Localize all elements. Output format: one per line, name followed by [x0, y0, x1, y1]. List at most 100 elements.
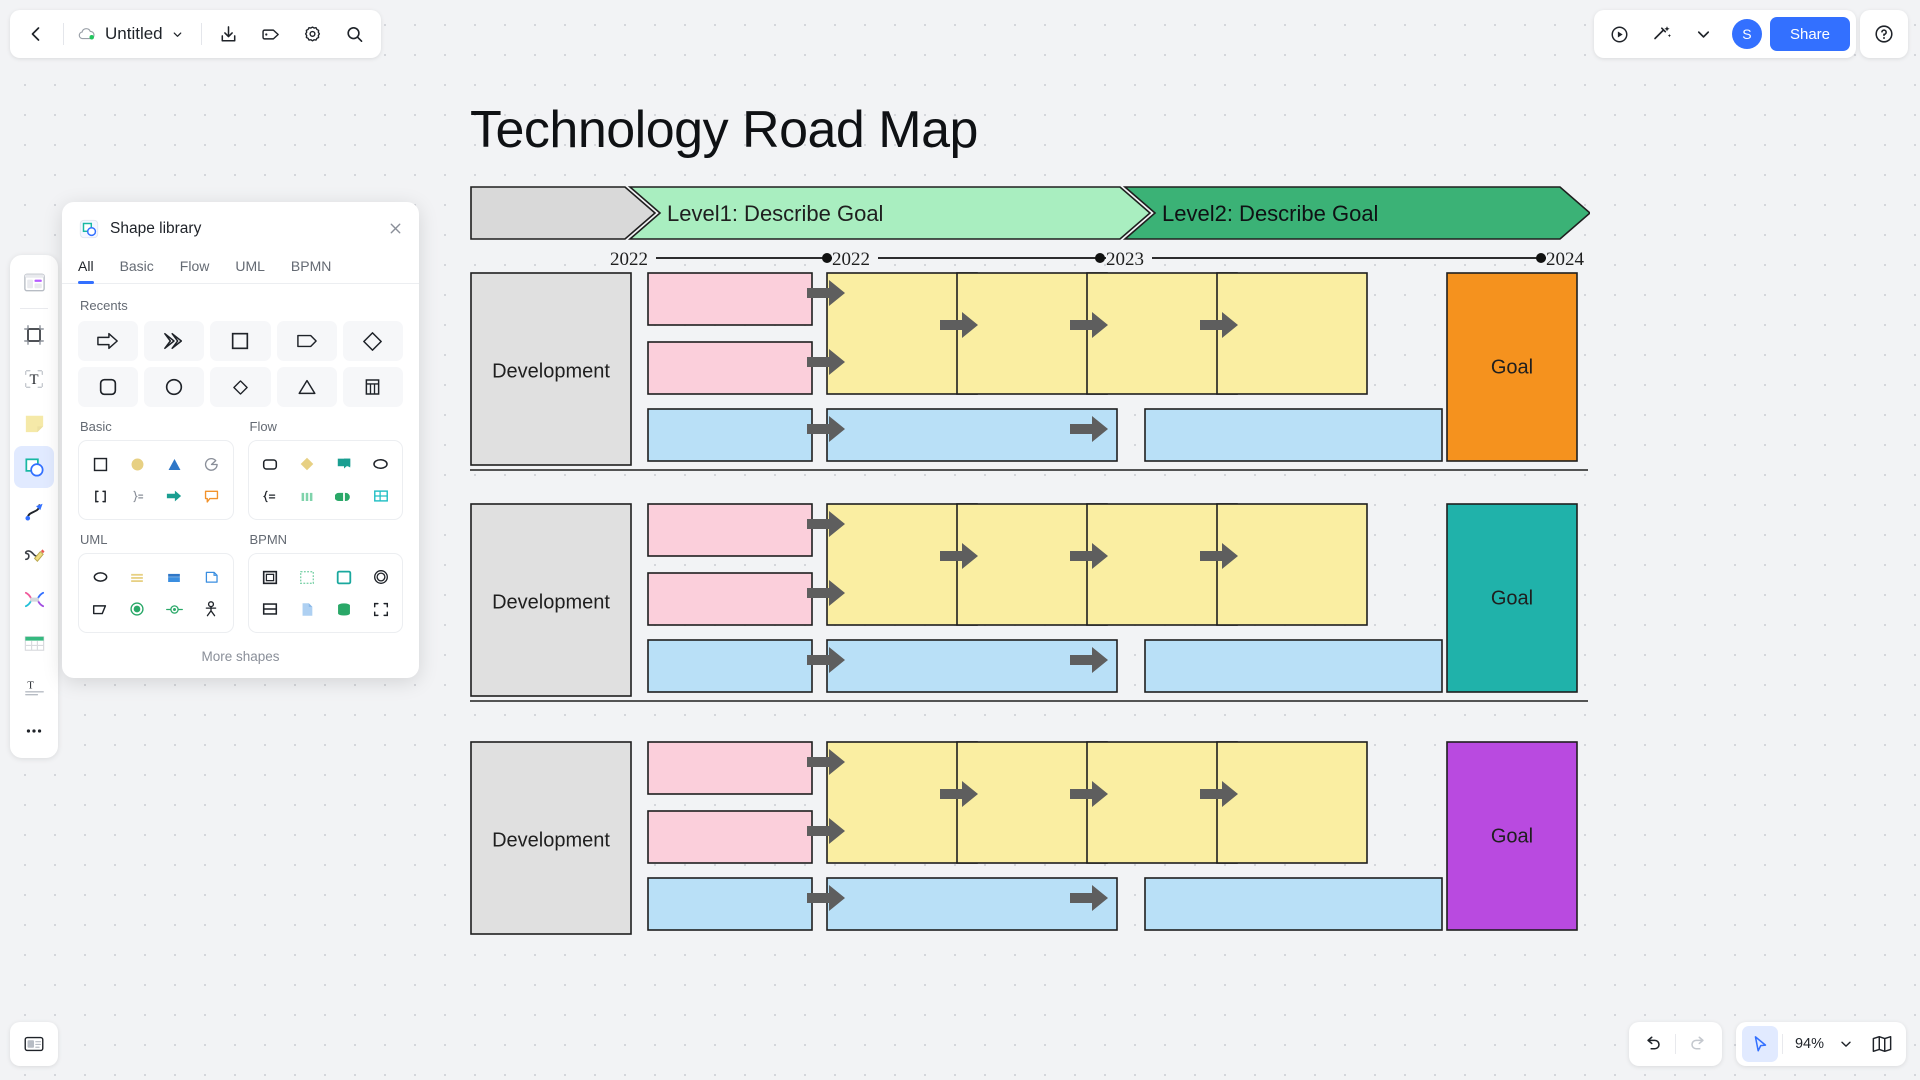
- task-card-yellow[interactable]: [1216, 503, 1368, 626]
- shape-blue-triangle[interactable]: [157, 449, 192, 479]
- shape-teal-frame[interactable]: [326, 562, 361, 592]
- tag-button[interactable]: [251, 14, 291, 54]
- more-shapes-link[interactable]: More shapes: [201, 649, 280, 664]
- shape-ellipse[interactable]: [83, 562, 118, 592]
- task-card-yellow[interactable]: [956, 741, 1108, 864]
- task-card-blue[interactable]: [1144, 639, 1443, 693]
- sidebar-item-connector[interactable]: [14, 490, 54, 532]
- settings-button[interactable]: [293, 14, 333, 54]
- tab-basic[interactable]: Basic: [119, 258, 154, 274]
- task-card-pink[interactable]: [647, 572, 813, 626]
- shape-yellow-lines[interactable]: [120, 562, 155, 592]
- shape-green-datastore[interactable]: [326, 594, 361, 624]
- task-card-blue[interactable]: [826, 408, 1118, 462]
- sidebar-item-more[interactable]: [14, 710, 54, 752]
- tab-uml[interactable]: UML: [235, 258, 265, 274]
- task-card-yellow[interactable]: [1086, 272, 1238, 395]
- sidebar-item-shapes[interactable]: [14, 446, 54, 488]
- shape-rounded-rect[interactable]: [253, 449, 288, 479]
- shape-triangle[interactable]: [276, 367, 337, 407]
- shape-rounded-square[interactable]: [78, 367, 139, 407]
- shape-brace-equals[interactable]: [120, 481, 155, 511]
- shape-green-bars[interactable]: [289, 481, 324, 511]
- sidebar-item-text-box[interactable]: T: [14, 666, 54, 708]
- redo-button[interactable]: [1680, 1026, 1716, 1062]
- tab-bpmn[interactable]: BPMN: [290, 258, 332, 274]
- collapse-toolbar-button[interactable]: [1684, 14, 1724, 54]
- task-card-blue[interactable]: [1144, 408, 1443, 462]
- task-card-yellow[interactable]: [1086, 503, 1238, 626]
- task-card-pink[interactable]: [647, 741, 813, 795]
- shape-yellow-diamond[interactable]: [289, 449, 324, 479]
- export-button[interactable]: [209, 14, 249, 54]
- shape-dashed-square[interactable]: [363, 594, 398, 624]
- task-card-yellow[interactable]: [1086, 741, 1238, 864]
- shape-green-node[interactable]: [157, 594, 192, 624]
- sidebar-item-frame[interactable]: [14, 314, 54, 356]
- page-manager-button[interactable]: [10, 1022, 58, 1066]
- sidebar-item-table[interactable]: [14, 622, 54, 664]
- help-button[interactable]: [1860, 10, 1908, 58]
- zoom-dropdown-button[interactable]: [1828, 1026, 1864, 1062]
- shape-chevron-arrow[interactable]: [144, 321, 205, 361]
- task-card-blue[interactable]: [647, 639, 813, 693]
- goal-card[interactable]: [1446, 272, 1578, 462]
- shape-black-split-rect[interactable]: [253, 594, 288, 624]
- task-card-pink[interactable]: [647, 341, 813, 395]
- sidebar-item-text[interactable]: T: [14, 358, 54, 400]
- close-icon[interactable]: [385, 218, 405, 238]
- task-card-yellow[interactable]: [1216, 741, 1368, 864]
- shape-dashed-group[interactable]: [289, 562, 324, 592]
- shape-circle[interactable]: [144, 367, 205, 407]
- shape-yellow-circle[interactable]: [120, 449, 155, 479]
- shape-actor[interactable]: [194, 594, 229, 624]
- shape-green-split[interactable]: [326, 481, 361, 511]
- present-button[interactable]: [1600, 14, 1640, 54]
- search-button[interactable]: [335, 14, 375, 54]
- lane-header[interactable]: [470, 741, 632, 935]
- minimap-button[interactable]: [1864, 1026, 1900, 1062]
- shape-grey-arc[interactable]: [194, 449, 229, 479]
- shape-teal-table[interactable]: [363, 481, 398, 511]
- task-card-blue[interactable]: [826, 877, 1118, 931]
- shape-flag[interactable]: [83, 594, 118, 624]
- shape-teal-arrow[interactable]: [157, 481, 192, 511]
- shape-black-subprocess[interactable]: [253, 562, 288, 592]
- shape-orange-callout[interactable]: [194, 481, 229, 511]
- sidebar-item-template[interactable]: [14, 261, 54, 303]
- shape-diamond[interactable]: [342, 321, 403, 361]
- ai-magic-button[interactable]: [1642, 14, 1682, 54]
- sidebar-item-pen[interactable]: [14, 534, 54, 576]
- task-card-pink[interactable]: [647, 810, 813, 864]
- shape-square-outline[interactable]: [83, 449, 118, 479]
- shape-green-circle-target[interactable]: [120, 594, 155, 624]
- task-card-blue[interactable]: [826, 639, 1118, 693]
- shape-arrow-right[interactable]: [78, 321, 139, 361]
- lane-header[interactable]: [470, 272, 632, 466]
- task-card-yellow[interactable]: [826, 503, 978, 626]
- tab-all[interactable]: All: [78, 254, 94, 284]
- shape-brace-list[interactable]: [253, 481, 288, 511]
- task-card-yellow[interactable]: [956, 503, 1108, 626]
- task-card-yellow[interactable]: [826, 741, 978, 864]
- task-card-blue[interactable]: [647, 877, 813, 931]
- back-button[interactable]: [16, 14, 56, 54]
- sidebar-item-sticky-note[interactable]: [14, 402, 54, 444]
- sidebar-item-mind-map[interactable]: [14, 578, 54, 620]
- tab-flow[interactable]: Flow: [179, 258, 210, 274]
- task-card-pink[interactable]: [647, 272, 813, 326]
- shape-small-diamond[interactable]: [210, 367, 271, 407]
- undo-button[interactable]: [1635, 1026, 1671, 1062]
- avatar[interactable]: S: [1731, 19, 1762, 49]
- task-card-blue[interactable]: [647, 408, 813, 462]
- task-card-blue[interactable]: [1144, 877, 1443, 931]
- cursor-select-button[interactable]: [1741, 1026, 1778, 1062]
- shape-blue-class[interactable]: [157, 562, 192, 592]
- shape-concentric-circle[interactable]: [363, 562, 398, 592]
- shape-tag[interactable]: [276, 321, 337, 361]
- shape-blue-document[interactable]: [289, 594, 324, 624]
- shape-square[interactable]: [210, 321, 271, 361]
- shape-brackets[interactable]: [83, 481, 118, 511]
- task-card-yellow[interactable]: [1216, 272, 1368, 395]
- share-button[interactable]: Share: [1769, 17, 1850, 51]
